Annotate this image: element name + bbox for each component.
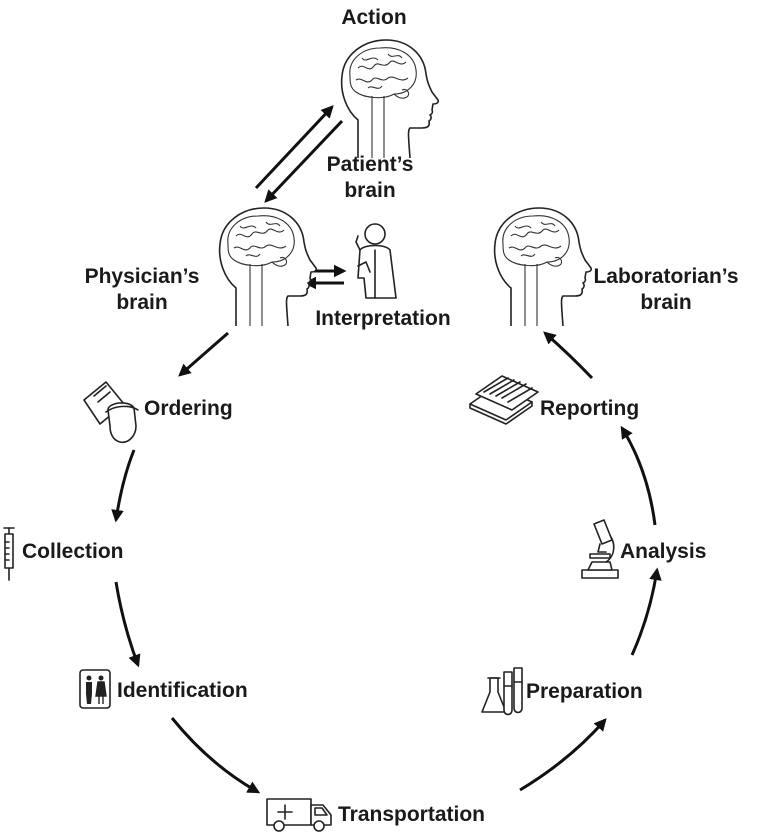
label-analysis: Analysis — [620, 540, 706, 563]
patient-head-icon — [340, 39, 439, 159]
label-patient-brain-line2: brain — [344, 179, 395, 202]
arrow-physician-to-patient — [254, 105, 334, 190]
label-physician-brain-line2: brain — [116, 291, 167, 314]
arrow-identification-to-transportation — [170, 717, 261, 794]
label-laboratorian-brain-line1: Laboratorian’s — [593, 265, 738, 288]
label-action: Action — [341, 6, 406, 29]
arrow-transportation-to-preparation — [519, 718, 607, 792]
arrow-preparation-to-analysis — [630, 567, 662, 656]
test-tubes-flask-icon — [481, 667, 523, 716]
label-interpretation: Interpretation — [315, 307, 450, 330]
label-preparation: Preparation — [526, 680, 643, 703]
label-identification: Identification — [117, 679, 248, 702]
arrow-ordering-to-collection — [111, 449, 136, 523]
physician-head-icon — [218, 207, 317, 327]
arrow-physician-to-ordering — [178, 331, 229, 377]
label-transportation: Transportation — [338, 803, 485, 826]
microscope-icon — [581, 519, 619, 579]
physician-figure-icon — [355, 223, 397, 299]
arrow-analysis-to-reporting — [620, 425, 657, 526]
cycle-arrows — [111, 105, 662, 794]
label-reporting: Reporting — [540, 397, 639, 420]
arrow-collection-to-identification — [114, 581, 141, 668]
label-physician-brain-line1: Physician’s — [85, 265, 200, 288]
arrow-reporting-to-laboratorian — [543, 331, 594, 380]
label-collection: Collection — [22, 540, 124, 563]
label-patient-brain-line1: Patient’s — [327, 153, 414, 176]
arrow-patient-to-physician — [264, 119, 344, 203]
laboratorian-head-icon — [493, 207, 592, 327]
restroom-people-icon — [79, 669, 111, 709]
label-ordering: Ordering — [144, 397, 233, 420]
ambulance-icon — [266, 798, 332, 832]
order-form-icon — [83, 381, 139, 444]
syringe-icon — [3, 527, 15, 581]
label-laboratorian-brain-line2: brain — [640, 291, 691, 314]
report-stack-icon — [469, 375, 539, 425]
